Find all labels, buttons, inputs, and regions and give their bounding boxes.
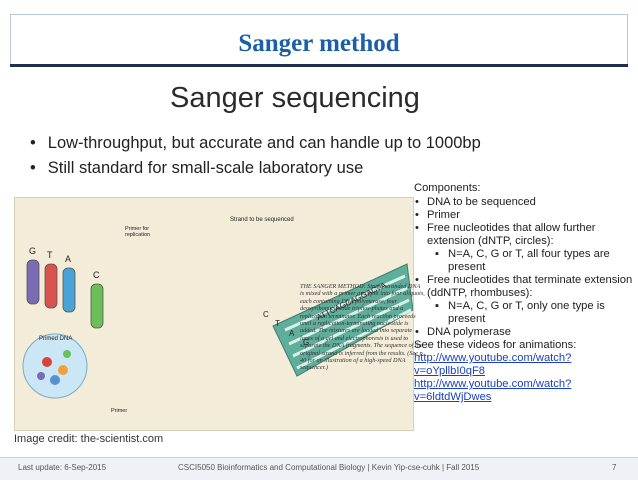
gel-letter-c: C [263,310,269,319]
component-item: Free nucleotides that terminate extensio… [414,274,636,300]
gel-lane [284,274,406,332]
components-panel: Components: DNA to be sequenced Primer F… [414,182,636,404]
component-subitem: N=A, C, G or T, all four types are prese… [414,248,636,274]
primer-label: Primer for replication [125,226,151,238]
primed-dna-label: Primed DNA [39,336,73,342]
tube-label-a: A [65,254,72,264]
gel-letter-g: G [303,338,310,347]
tube-label-t: T [47,250,53,260]
tube-c [90,283,104,329]
component-item: DNA polymerase [414,326,636,339]
see-also-text: See these videos for animations: [414,339,577,351]
primed-dna-circle [22,333,88,399]
video-link-2[interactable]: http://www.youtube.com/watch?v=6ldtdWjDw… [414,378,572,403]
sanger-method-figure: Strand to be sequenced Primer for replic… [14,197,414,431]
footer-course: CSCI5050 Bioinformatics and Computationa… [178,463,480,472]
content-title: Sanger sequencing [170,82,420,114]
primer-small-label: Primer [111,408,128,414]
strand-label: Strand to be sequenced [230,217,294,223]
component-subitem: N=A, C, G or T, only one type is present [414,300,636,326]
dntp-bead [37,372,45,380]
tube-g [26,259,40,305]
slide-title: Sanger method [238,30,400,57]
tube-a [62,267,76,313]
gel-letter-a: A [289,329,295,338]
components-heading: Components: [414,182,481,194]
figure-illustration [22,259,414,399]
tube-label-g: G [29,246,37,256]
footer: Last update: 6-Sep-2015 CSCI5050 Bioinfo… [0,457,638,480]
bullet-item: Low-throughput, but accurate and can han… [30,131,481,156]
tube-label-c: C [93,270,100,280]
footer-page-number: 7 [612,463,617,472]
video-link-1[interactable]: http://www.youtube.com/watch?v=oYpllbI0q… [414,352,572,377]
component-item: DNA to be sequenced [414,196,636,209]
footer-last-update: Last update: 6-Sep-2015 [18,463,107,472]
gel-letter-t: T [275,319,280,328]
header-band [10,64,628,67]
component-item: Primer [414,209,636,222]
gel-lane [296,308,412,370]
tube-t [44,263,58,309]
component-item: Free nucleotides that allow further exte… [414,222,636,248]
dntp-bead [58,365,68,375]
image-credit: Image credit: the-scientist.com [14,433,164,445]
slide-frame-left [10,14,11,64]
figure-caption: THE SANGER METHOD: Single-stranded DNA i… [300,283,425,372]
dntp-bead [50,375,60,385]
components-list: DNA to be sequenced Primer Free nucleoti… [414,196,636,339]
slide-frame-top [10,14,628,15]
dntp-bead [42,357,52,367]
dntp-bead [63,350,71,358]
bullet-item: Still standard for small-scale laborator… [30,156,481,181]
bullet-list: Low-throughput, but accurate and can han… [30,131,481,181]
gel-lane [292,298,410,358]
slide-frame-right [627,14,628,64]
gel-lane [288,286,408,346]
